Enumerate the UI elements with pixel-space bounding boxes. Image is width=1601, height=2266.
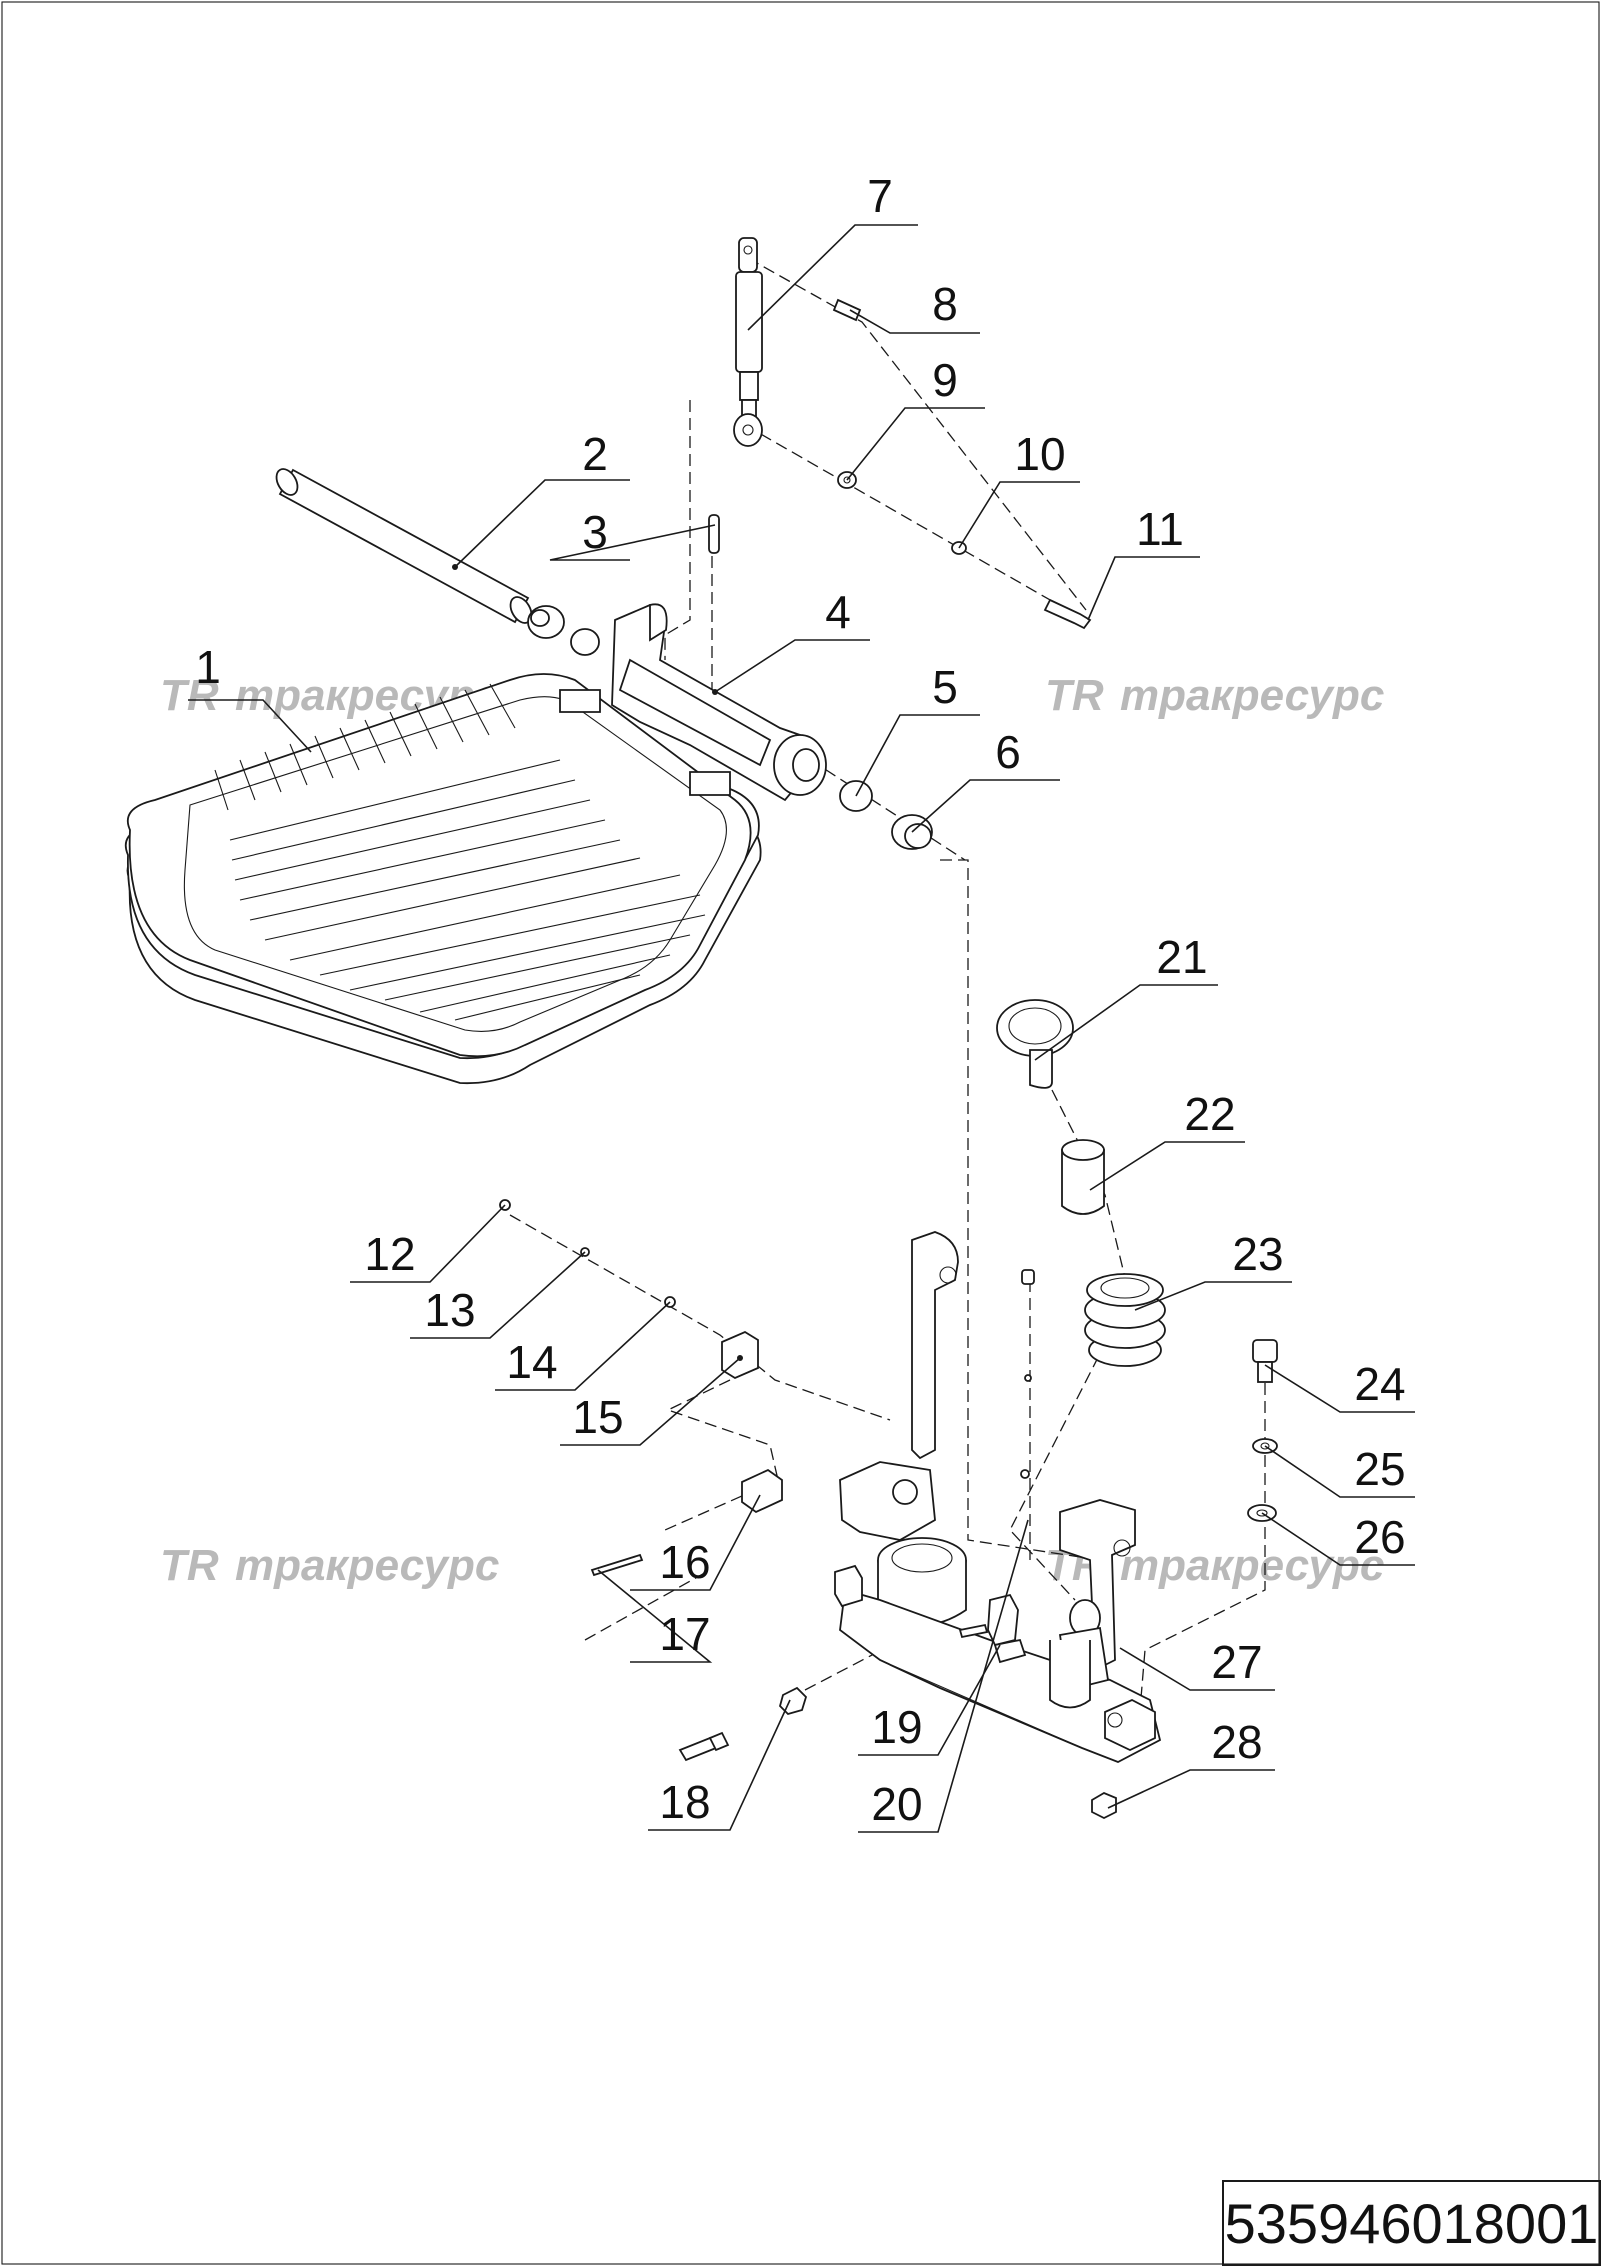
screw [590, 1553, 644, 1577]
callout-28: 28 [1211, 1716, 1262, 1768]
watermark-logo: TR [1045, 671, 1104, 720]
hinge-bracket [611, 603, 827, 802]
callout-4: 4 [825, 586, 851, 638]
callout-8: 8 [932, 278, 958, 330]
washer [1024, 1374, 1032, 1382]
watermark-logo: TR [160, 671, 219, 720]
knob [996, 999, 1074, 1089]
callout-3: 3 [582, 506, 608, 558]
bolt [678, 1731, 730, 1762]
callout-22: 22 [1184, 1088, 1235, 1140]
callout-23: 23 [1232, 1228, 1283, 1280]
callout-10: 10 [1014, 428, 1065, 480]
callout-18: 18 [659, 1776, 710, 1828]
callout-26: 26 [1354, 1511, 1405, 1563]
watermark-logo: TR [160, 1541, 219, 1590]
bushing [527, 605, 565, 639]
switch-block [741, 1468, 783, 1514]
callout-1: 1 [195, 641, 221, 693]
bracket [721, 1330, 759, 1380]
pin [708, 514, 720, 554]
callout-16: 16 [659, 1536, 710, 1588]
callout-13: 13 [424, 1284, 475, 1336]
document-number: 535946018001 [1222, 2180, 1601, 2266]
callout-2: 2 [582, 428, 608, 480]
nut [1020, 1469, 1030, 1479]
screw [1021, 1269, 1035, 1285]
callout-11: 11 [1136, 503, 1184, 555]
callout-15: 15 [572, 1391, 623, 1443]
callout-20: 20 [871, 1778, 922, 1830]
leader-lines [188, 224, 1415, 1833]
seat-cushion [124, 673, 762, 1085]
screw [832, 298, 862, 322]
callout-24: 24 [1354, 1358, 1405, 1410]
callout-5: 5 [932, 661, 958, 713]
nut [778, 1686, 808, 1716]
sleeve [1061, 1139, 1105, 1215]
callout-6: 6 [995, 726, 1021, 778]
bushing [570, 628, 600, 656]
nut [1091, 1791, 1117, 1820]
watermark-text: тракресурс [235, 1541, 499, 1590]
watermark: TR тракресурс [160, 1541, 499, 1590]
callout-21: 21 [1156, 931, 1207, 983]
watermark-text: тракресурс [1120, 671, 1384, 720]
callout-7: 7 [867, 170, 893, 222]
cap-screw [1252, 1339, 1278, 1383]
callout-17: 17 [659, 1608, 710, 1660]
callout-labels: 1 2 3 4 5 6 7 8 9 10 11 12 13 14 15 16 1… [195, 170, 1405, 1830]
callout-12: 12 [364, 1228, 415, 1280]
shaft [275, 468, 533, 624]
callout-25: 25 [1354, 1443, 1405, 1495]
callout-19: 19 [871, 1701, 922, 1753]
callout-27: 27 [1211, 1636, 1262, 1688]
gas-spring [733, 237, 763, 447]
spring [1084, 1273, 1166, 1367]
callout-14: 14 [506, 1336, 557, 1388]
callout-9: 9 [932, 354, 958, 406]
bolt [1043, 598, 1092, 630]
watermark: TR тракресурс [1045, 671, 1384, 720]
